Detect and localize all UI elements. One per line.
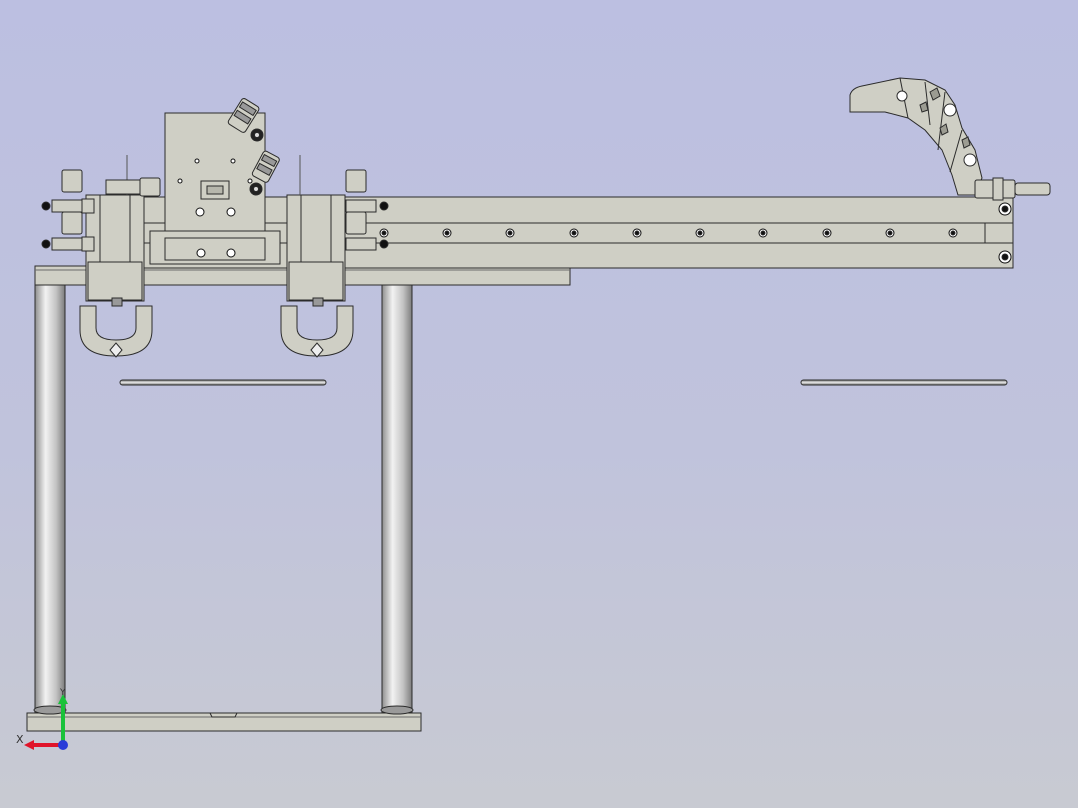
fittings-left	[41, 169, 95, 252]
gripper-right	[280, 155, 354, 358]
y-axis-label: Y	[60, 688, 66, 698]
end-stop	[974, 177, 1051, 201]
air-fitting-top	[227, 98, 260, 133]
base-plate	[26, 712, 422, 732]
support-rod-right	[380, 284, 414, 715]
fittings-right	[345, 169, 389, 251]
x-axis-label: X	[16, 733, 24, 746]
guide-rod-right	[800, 379, 1008, 386]
axis-triad	[24, 694, 68, 750]
support-rod-left	[33, 284, 67, 715]
guide-rod-left	[119, 379, 327, 386]
air-fitting-mid	[251, 150, 280, 183]
cable-chain	[849, 77, 983, 196]
gripper-left	[79, 155, 161, 358]
carriage-block	[149, 112, 281, 265]
